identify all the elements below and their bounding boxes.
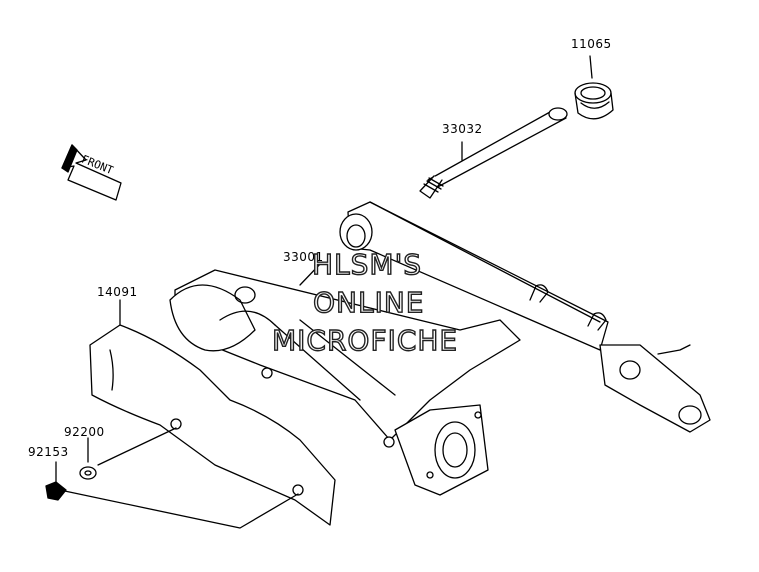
watermark-line-2: ONLINE (312, 285, 425, 319)
part-label-14091[interactable]: 14091 (97, 285, 138, 299)
part-label-92200[interactable]: 92200 (64, 425, 105, 439)
bolt-92153 (45, 461, 67, 501)
bushing-cap-11065 (574, 55, 614, 120)
watermark-line-3: MICROFICHE (271, 323, 459, 357)
washer-92200 (79, 437, 97, 480)
front-arrow-icon: FRONT (61, 144, 122, 201)
swing-arm-33001 (169, 201, 711, 496)
watermark-line-1: HLSM'S (311, 247, 423, 281)
drive-shaft-cover-14091 (89, 299, 336, 526)
pivot-shaft-33032 (419, 107, 568, 199)
part-label-33001[interactable]: 33001 (283, 250, 324, 264)
part-label-33032[interactable]: 33032 (442, 122, 483, 136)
part-label-92153[interactable]: 92153 (28, 445, 69, 459)
part-label-11065[interactable]: 11065 (571, 37, 612, 51)
